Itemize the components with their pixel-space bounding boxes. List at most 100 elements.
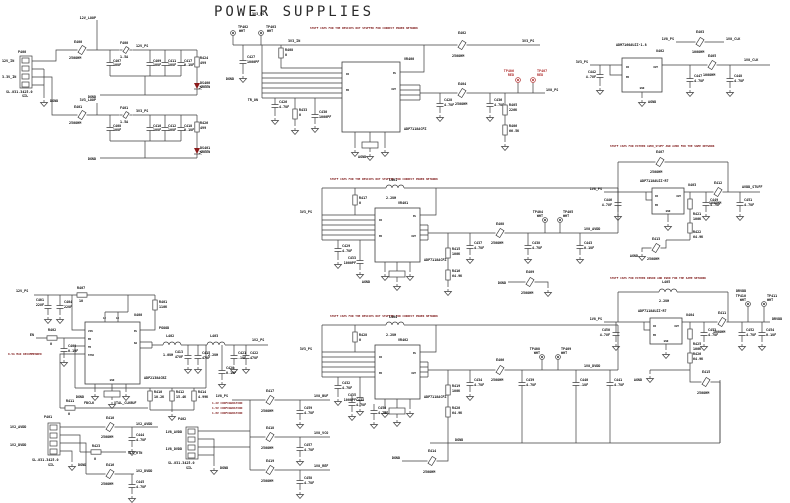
- schematic-label: STUFF CAPS FOR EITHER DRVDD AND DVDD FOR…: [610, 276, 706, 280]
- schematic-label: DGND: [78, 463, 86, 467]
- schematic-label: E408: [496, 222, 504, 226]
- schematic-label: 3V3_PS: [300, 210, 312, 214]
- resistor-symbol: [87, 449, 105, 455]
- schematic-label: 1V2_DVDD: [10, 443, 26, 447]
- schematic-label: L405: [662, 280, 670, 284]
- schematic-label: C439: [526, 378, 534, 382]
- schematic-label: R415: [452, 247, 460, 251]
- schematic-label: 250OHM: [261, 446, 273, 450]
- schematic-label: C452: [746, 328, 754, 332]
- testpoint-symbol: [515, 77, 521, 83]
- schematic-label: 1V8_DVDD: [166, 447, 182, 451]
- schematic-label: ADM7160AUJZ-1.8: [616, 43, 647, 47]
- schematic-label: E411: [718, 311, 726, 315]
- schematic-label: XTAL_CLKBUF: [114, 401, 136, 405]
- schematic-label: R422: [693, 230, 701, 234]
- schematic-label: OUT: [411, 371, 416, 375]
- schematic-label: R405: [509, 103, 517, 107]
- ground-symbol: [436, 114, 444, 122]
- schematic-label: 100K: [452, 252, 461, 256]
- schematic-label: C435: [348, 393, 356, 397]
- capacitor-symbol: [128, 432, 136, 446]
- schematic-label: 100OHM: [703, 73, 715, 77]
- schematic-label: GND: [110, 378, 115, 382]
- schematic-label: C449: [710, 198, 718, 202]
- wires-vr402: [321, 324, 721, 462]
- schematic-label: R407: [77, 286, 85, 290]
- ferrite-bead-symbol: [646, 242, 666, 254]
- schematic-label: DGND: [76, 395, 84, 399]
- schematic-label: C441: [614, 378, 622, 382]
- schematic-label: ADP7118AUJZ-R7: [640, 179, 669, 183]
- connector-symbol: [19, 55, 33, 89]
- schematic-label: C459: [304, 406, 312, 410]
- schematic-label: 64.9K: [693, 235, 704, 239]
- schematic-label: R433: [299, 108, 307, 112]
- schematic-label: 250OHM: [423, 470, 435, 474]
- schematic-label: 4.7UF: [474, 246, 484, 250]
- schematic-label: 22UF: [64, 305, 72, 309]
- schematic-label: C422: [250, 351, 258, 355]
- schematic-label: 250OHM: [101, 435, 113, 439]
- schematic-label: E419: [266, 459, 274, 463]
- schematic-label: ADP7118AUJZ-R7: [638, 309, 667, 313]
- schematic-label: P400: [18, 50, 26, 54]
- schematic-label: C400: [68, 344, 76, 348]
- ground-symbol: [334, 398, 342, 406]
- schematic-label: TP409: [561, 347, 571, 351]
- resistor-symbol: [152, 296, 158, 314]
- schematic-label: C412: [168, 124, 176, 128]
- schematic-label: GREEN: [200, 85, 210, 89]
- ferrite-bead-symbol: [690, 36, 710, 48]
- schematic-label: TP406: [504, 69, 514, 73]
- inductor-symbol: [162, 341, 182, 346]
- schematic-label: 22UF: [36, 303, 44, 307]
- schematic-label: EN: [346, 88, 350, 92]
- thermal-pad-symbol: [388, 270, 406, 278]
- schematic-label: ADP7118ACPZ: [404, 127, 426, 131]
- wires-buck: [34, 294, 268, 412]
- schematic-label: 0.1UF: [584, 246, 594, 250]
- schematic-label: E416: [106, 463, 114, 467]
- capacitor-symbol: [524, 240, 532, 254]
- ground-symbol: [291, 127, 299, 135]
- schematic-label: 1V8_PS: [662, 37, 674, 41]
- schematic-label: TP402: [238, 25, 248, 29]
- schematic-label: 1V2_PS: [252, 338, 264, 342]
- capacitor-symbol: [184, 350, 192, 364]
- schematic-label: EN: [653, 333, 657, 337]
- ferrite-bead-symbol: [696, 376, 716, 388]
- schematic-label: E409: [526, 270, 534, 274]
- schematic-label: DGND: [455, 438, 463, 442]
- ground-symbol: [60, 359, 68, 367]
- schematic-label: 4.7UF: [600, 333, 610, 337]
- ground-symbol: [56, 316, 64, 324]
- schematic-label: 2.2UH: [659, 299, 669, 303]
- schematic-label: FBCLK: [84, 401, 95, 405]
- schematic-label: IN: [346, 72, 350, 76]
- schematic-label: 100OHM: [692, 50, 704, 54]
- wires-u404: [604, 291, 770, 443]
- schematic-label: 4.7UF: [378, 411, 388, 415]
- schematic-label: L402: [166, 334, 174, 338]
- schematic-label: 1000PF: [319, 115, 331, 119]
- schematic-label: 3V3_IN: [288, 39, 300, 43]
- schematic-label: R421: [693, 212, 701, 216]
- schematic-label: 0.1UF: [68, 349, 78, 353]
- schematic-label: C427: [247, 55, 255, 59]
- schematic-label: C445: [136, 480, 144, 484]
- schematic-label: E404: [458, 82, 466, 86]
- testpoint-symbol: [539, 354, 545, 360]
- ground-symbol: [122, 393, 130, 401]
- ground-symbol: [501, 143, 509, 151]
- ground-symbol: [406, 273, 414, 281]
- ground-symbol: [544, 289, 552, 297]
- schematic-label: C408: [113, 124, 121, 128]
- schematic-label: C411: [168, 59, 176, 63]
- schematic-label: EN: [30, 333, 34, 337]
- ground-symbol: [68, 463, 76, 471]
- ground-symbol: [356, 271, 364, 279]
- regulator-ic-outline: [651, 187, 685, 215]
- schematic-label: R410: [154, 390, 162, 394]
